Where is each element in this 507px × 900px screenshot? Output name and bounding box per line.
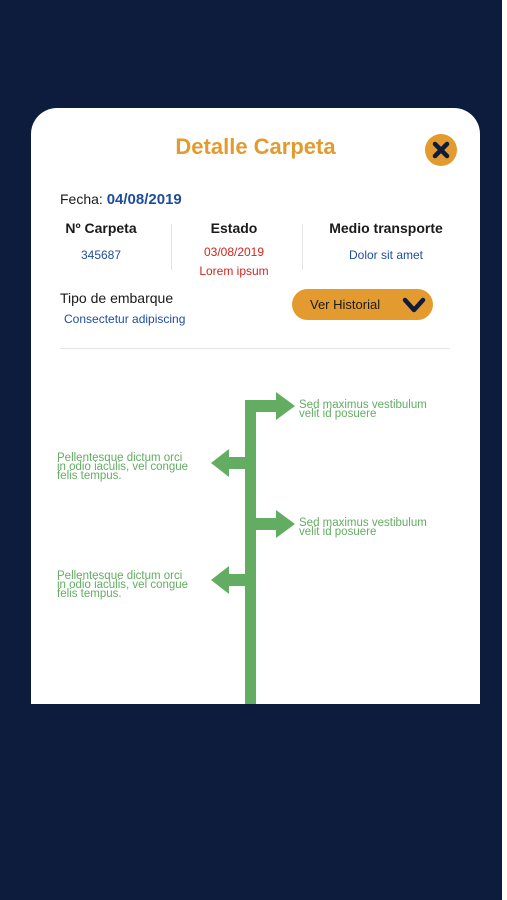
section-divider: [60, 348, 450, 349]
column-separator: [302, 224, 303, 270]
timeline-item-text: Pellentesque dictum orci in odio iaculis…: [57, 570, 189, 600]
ver-historial-button[interactable]: Ver Historial: [292, 289, 433, 320]
chevron-down-icon: [402, 297, 426, 313]
fecha-label: Fecha:: [60, 191, 103, 207]
carpeta-header: Nº Carpeta: [65, 220, 137, 236]
ver-historial-label: Ver Historial: [310, 297, 381, 312]
timeline-arrow-right: [245, 392, 295, 420]
timeline-item-text: Pellentesque dictum orci in odio iaculis…: [57, 452, 189, 482]
tipo-embarque-label: Tipo de embarque: [60, 290, 174, 306]
timeline-graphic: [211, 392, 295, 704]
timeline-arrow-left: [211, 566, 245, 594]
medio-header: Medio transporte: [329, 220, 443, 236]
screen-edge: [502, 0, 507, 900]
close-button[interactable]: [425, 134, 457, 166]
timeline-arrow-left: [211, 449, 245, 477]
medio-column: Medio transporte Dolor sit amet: [315, 220, 457, 262]
modal-title: Detalle Carpeta: [175, 134, 336, 159]
timeline-item-text: Sed maximus vestibulum velit id posuere: [299, 399, 427, 420]
estado-header: Estado: [210, 220, 258, 236]
timeline-item-text: Sed maximus vestibulum velit id posuere: [299, 517, 427, 538]
estado-column: Estado 03/08/2019 Lorem ipsum: [179, 220, 289, 280]
medio-value: Dolor sit amet: [348, 248, 424, 262]
carpeta-column: Nº Carpeta 345687: [60, 220, 142, 262]
timeline-line: [245, 400, 256, 704]
tipo-embarque-value: Consectetur adipiscing: [64, 312, 186, 326]
detail-modal: Detalle Carpeta Fecha: 04/08/2019 Nº Car…: [31, 108, 480, 704]
fecha-row: Fecha: 04/08/2019: [60, 191, 182, 208]
close-icon: [432, 141, 450, 159]
timeline-arrow-right: [256, 510, 295, 538]
estado-date: 03/08/2019: [203, 245, 265, 259]
carpeta-value: 345687: [80, 248, 122, 262]
column-separator: [171, 224, 172, 270]
estado-text: Lorem ipsum: [199, 264, 269, 278]
fecha-value: 04/08/2019: [106, 191, 182, 208]
